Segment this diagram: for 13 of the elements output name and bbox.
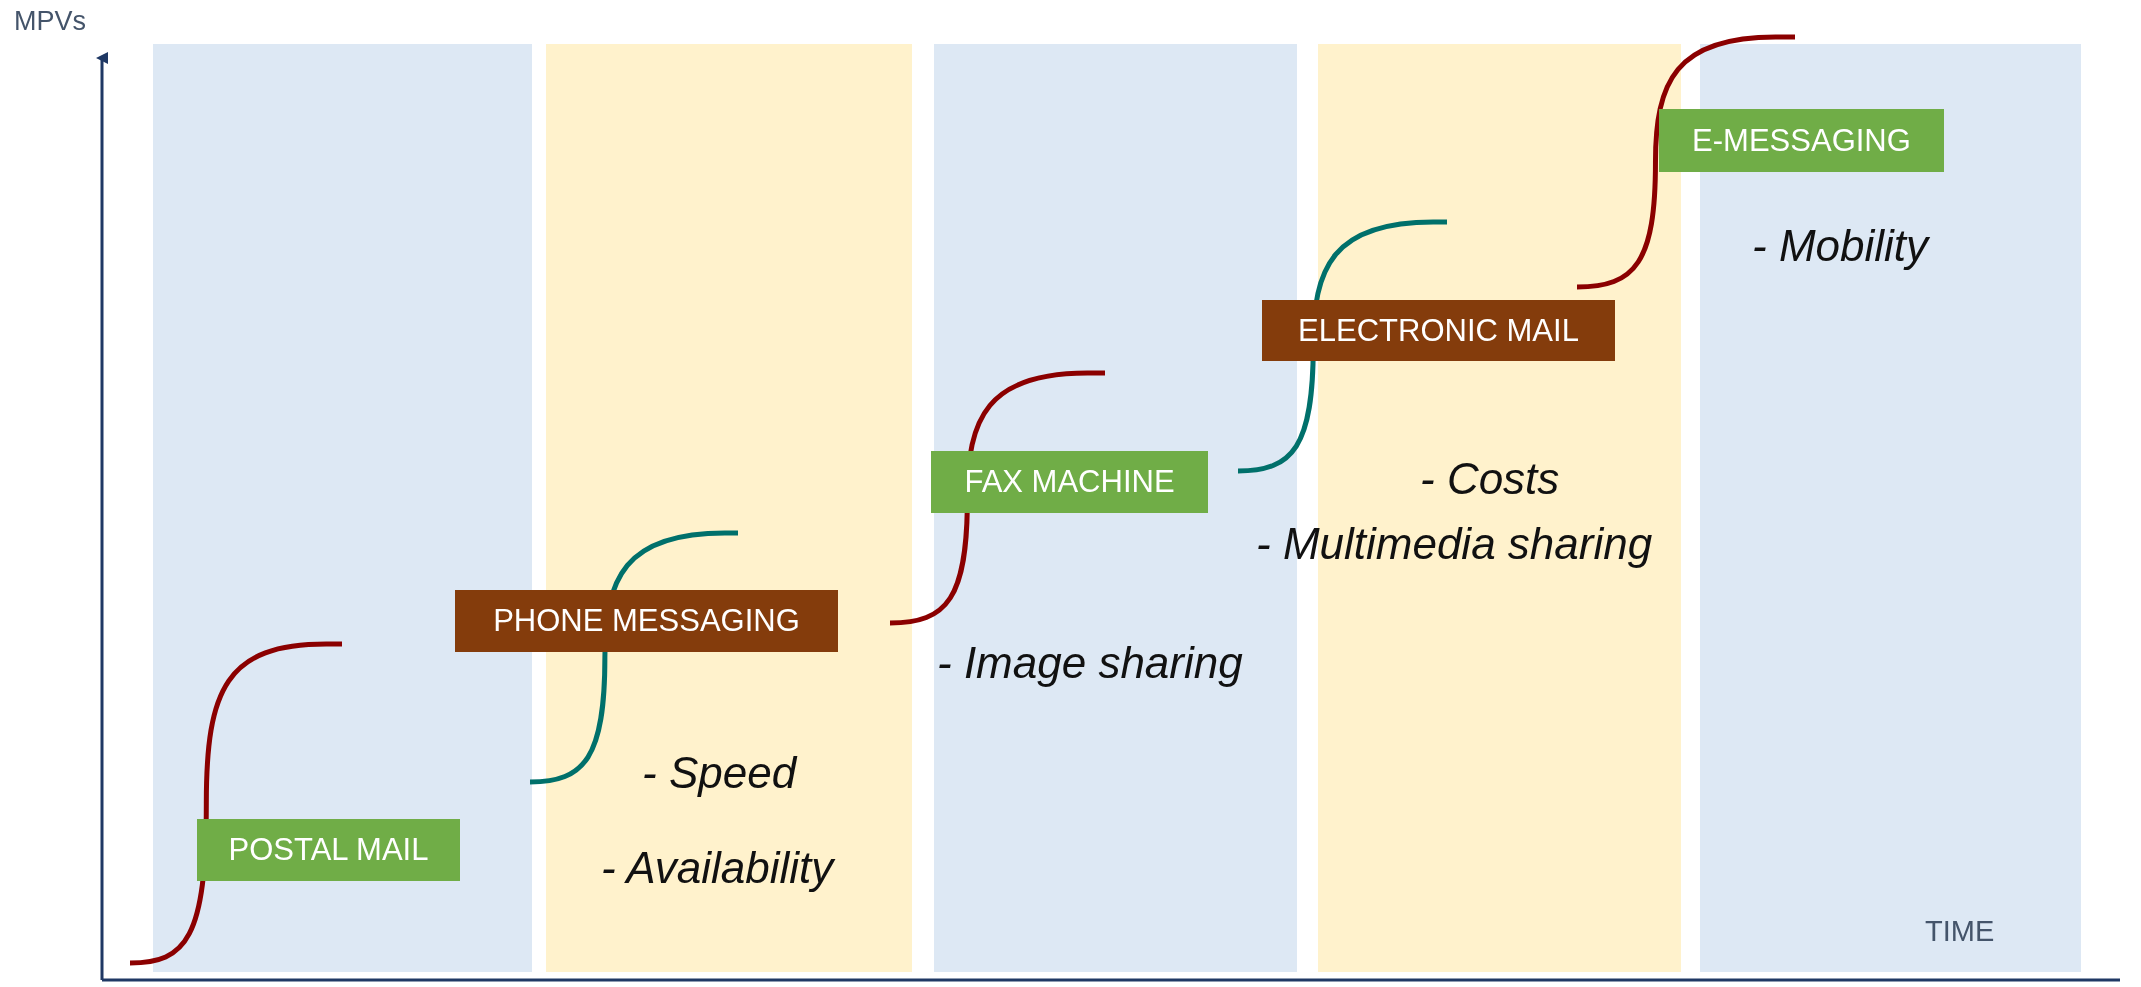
benefit-text: - Mobility <box>1752 224 1929 268</box>
stage-label: POSTAL MAIL <box>197 819 460 881</box>
benefit-text: - Speed <box>642 751 797 795</box>
stage-label: E-MESSAGING <box>1659 109 1944 172</box>
stage-label: PHONE MESSAGING <box>455 590 838 652</box>
stage-label: ELECTRONIC MAIL <box>1262 300 1615 361</box>
benefit-text: - Multimedia sharing <box>1256 522 1653 566</box>
axis-title: MPVs <box>14 8 86 35</box>
benefit-text: - Availability <box>601 846 834 890</box>
benefit-text: - Costs <box>1420 457 1560 501</box>
axis-title: TIME <box>1925 917 1995 946</box>
benefit-text: - Image sharing <box>937 641 1243 685</box>
stage-label: FAX MACHINE <box>931 451 1208 513</box>
